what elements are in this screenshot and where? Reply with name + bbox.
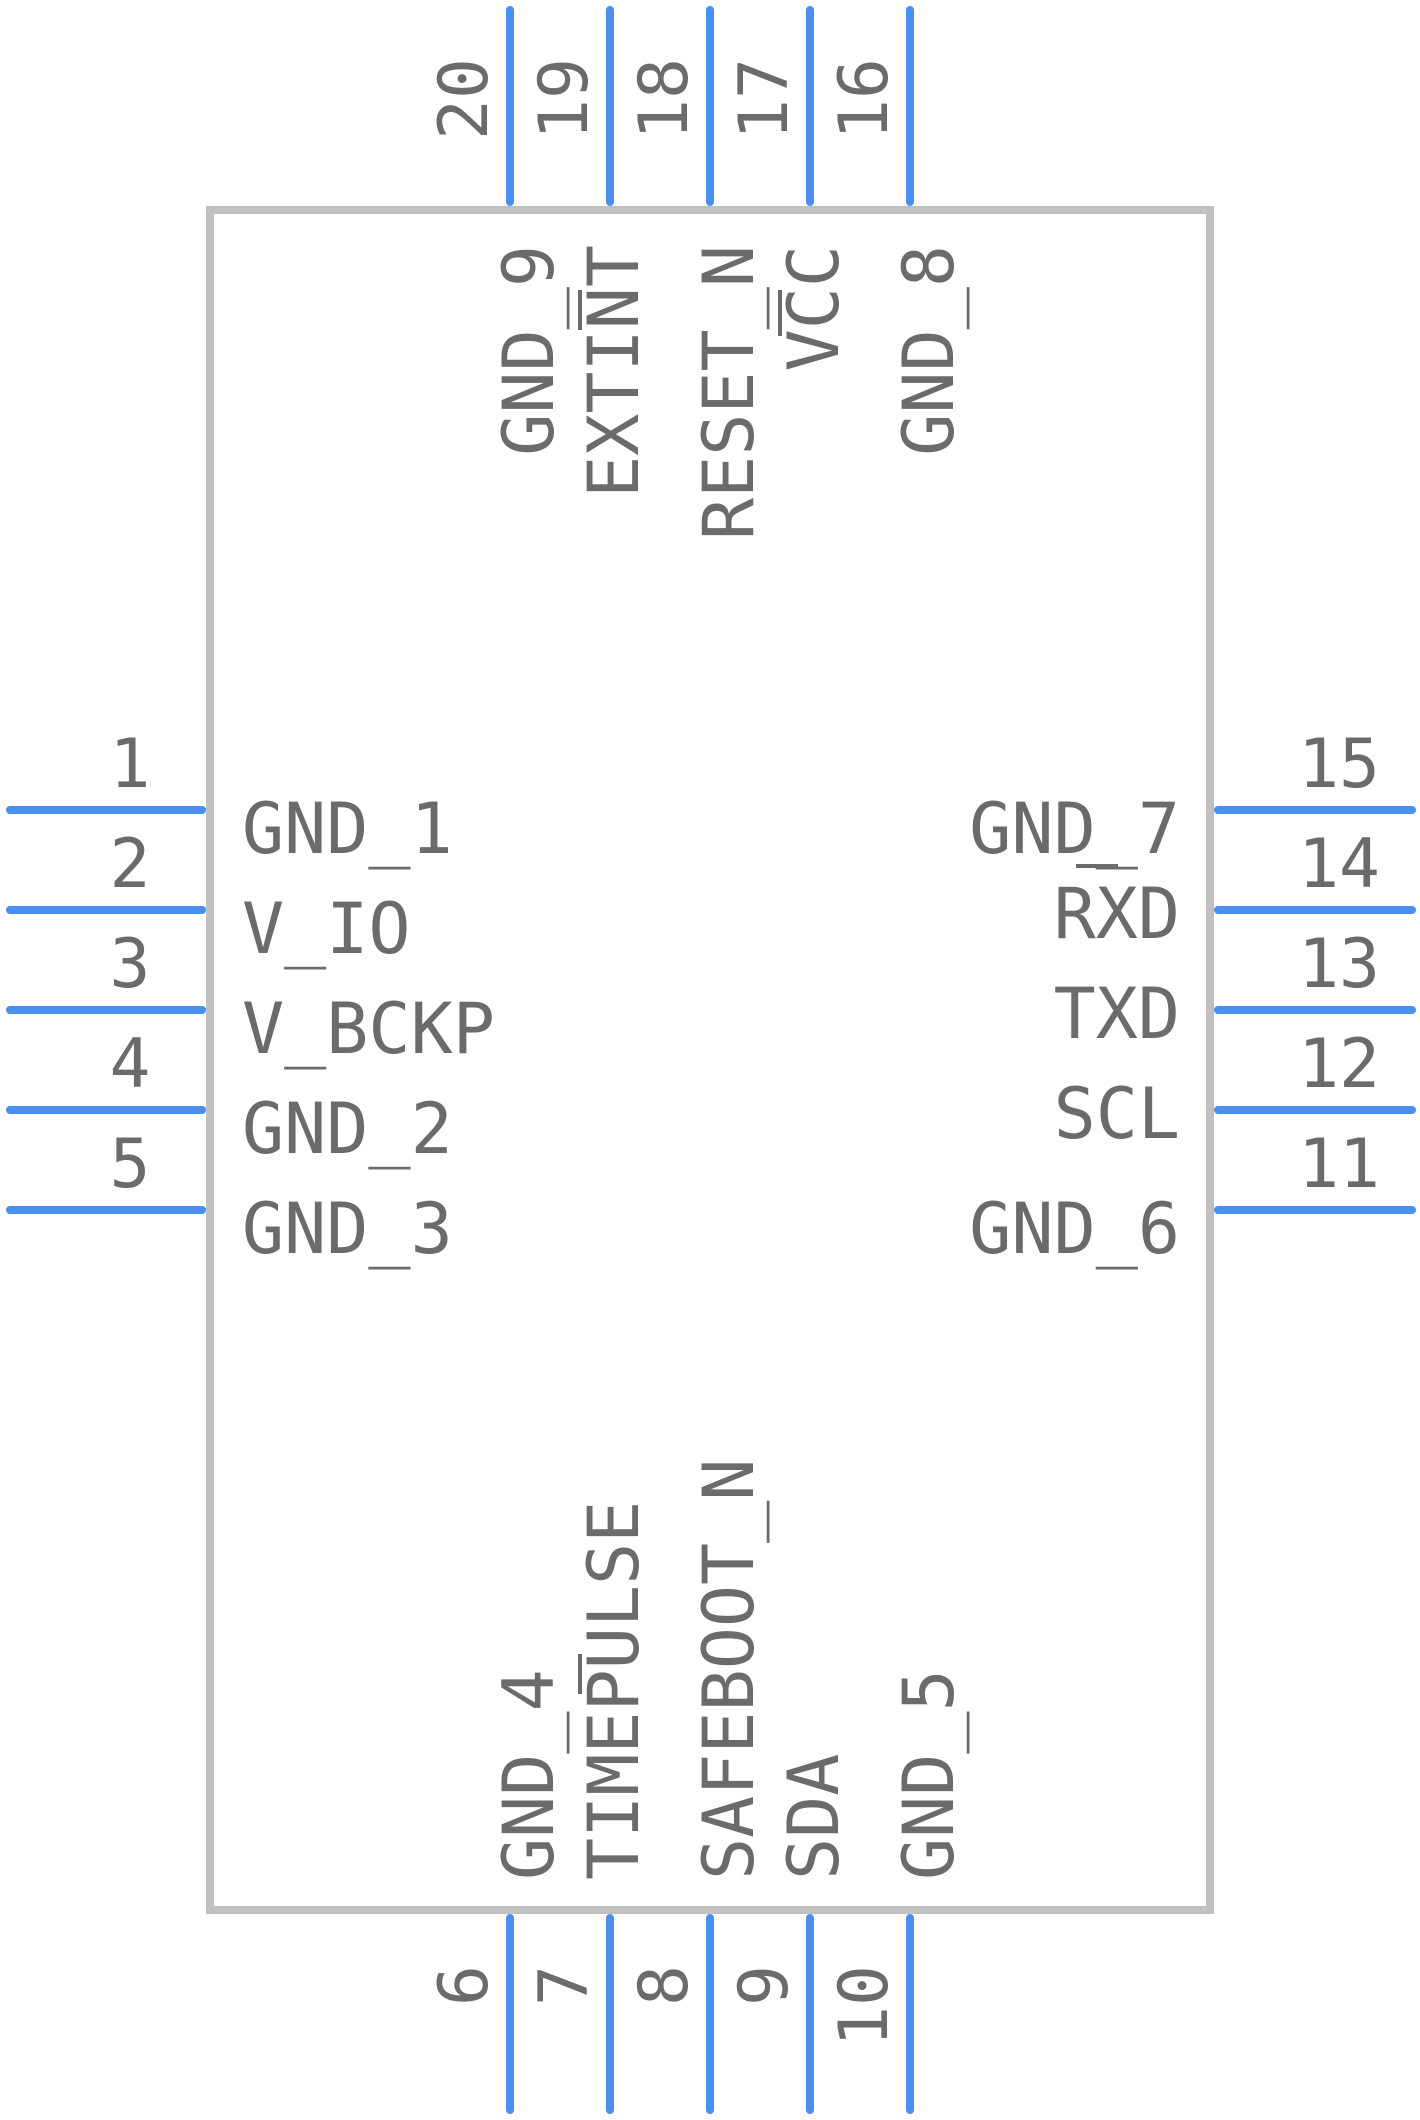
pin-number-20: 20 [425,58,504,140]
pin-number-16: 16 [825,58,904,140]
pin-number-11: 11 [1298,1125,1380,1204]
pin-number-8: 8 [625,1965,704,2006]
pin-name-timepulse: TIMEPULSE [573,1501,655,1880]
pin-number-14: 14 [1298,825,1380,904]
pin-name-vcc: VCC [773,245,855,371]
pin-number-6: 6 [425,1965,504,2006]
pin-number-17: 17 [725,58,804,140]
right-pins: 15 GND_7 14 RXD 13 TXD 12 SCL 11 GND_6 [969,725,1416,1270]
pin-20[interactable]: 20 GND_9 [425,6,570,456]
pin-name-gnd-3: GND_3 [242,1188,453,1270]
pin-number-9: 9 [725,1965,804,2006]
pin-number-13: 13 [1298,925,1380,1004]
pin-name-gnd-7: GND_7 [969,788,1180,870]
pin-17[interactable]: 17 VCC [725,6,855,371]
pin-8[interactable]: 8 SAFEBOOT_N [625,1459,770,2114]
pin-number-19: 19 [525,58,604,140]
pin-name-scl: SCL [1054,1073,1180,1155]
pin-name-gnd-2: GND_2 [242,1088,453,1170]
pin-name-gnd-1: GND_1 [242,788,453,870]
pin-number-2: 2 [110,825,151,904]
top-pins: 20 GND_9 19 EXTINT 18 RESET_N 17 VCC 16 … [425,6,970,540]
pin-2[interactable]: 2 V_IO [6,825,411,970]
pin-name-sda: SDA [773,1754,855,1880]
pin-name-gnd-5: GND_5 [888,1669,970,1880]
pin-number-3: 3 [110,925,151,1004]
pin-name-rxd: RXD [1054,873,1180,955]
pin-number-18: 18 [625,58,704,140]
pin-4[interactable]: 4 GND_2 [6,1025,453,1170]
pin-name-gnd-6: GND_6 [969,1188,1180,1270]
pin-name-txd: TXD [1054,973,1180,1055]
pin-name-gnd-8: GND_8 [888,245,970,456]
pin-number-4: 4 [110,1025,151,1104]
pin-name-gnd-4: GND_4 [488,1669,570,1880]
pin-1[interactable]: 1 GND_1 [6,725,453,870]
pin-13[interactable]: 13 TXD [1054,925,1416,1055]
pin-5[interactable]: 5 GND_3 [6,1125,453,1270]
pin-15[interactable]: 15 GND_7 [969,725,1416,870]
pin-number-5: 5 [110,1125,151,1204]
pin-number-7: 7 [525,1965,604,2006]
pin-name-v-io: V_IO [242,888,411,970]
pin-name-reset-n: RESET_N [688,245,770,540]
pin-6[interactable]: 6 GND_4 [425,1669,570,2114]
left-pins: 1 GND_1 2 V_IO 3 V_BCKP 4 GND_2 5 GND_3 [6,725,495,1270]
pin-name-extint: EXTINT [573,245,655,498]
pin-number-1: 1 [110,725,151,804]
pin-number-15: 15 [1298,725,1380,804]
pin-19[interactable]: 19 EXTINT [525,6,655,498]
pin-name-safeboot-n: SAFEBOOT_N [688,1459,770,1880]
pin-name-gnd-9: GND_9 [488,245,570,456]
bottom-pins: 6 GND_4 7 TIMEPULSE 8 SAFEBOOT_N 9 SDA 1… [425,1459,970,2114]
pin-16[interactable]: 16 GND_8 [825,6,970,456]
pin-12[interactable]: 12 SCL [1054,1025,1416,1155]
pin-7[interactable]: 7 TIMEPULSE [525,1501,655,2114]
pin-number-10: 10 [825,1965,904,2047]
pin-10[interactable]: 10 GND_5 [825,1669,970,2114]
pin-14[interactable]: 14 RXD [1054,825,1416,955]
pin-11[interactable]: 11 GND_6 [969,1125,1416,1270]
pin-name-v-bckp: V_BCKP [242,988,495,1070]
pin-9[interactable]: 9 SDA [725,1754,855,2114]
pin-3[interactable]: 3 V_BCKP [6,925,495,1070]
pin-18[interactable]: 18 RESET_N [625,6,770,540]
pin-number-12: 12 [1298,1025,1380,1104]
component-body [206,206,1214,1914]
